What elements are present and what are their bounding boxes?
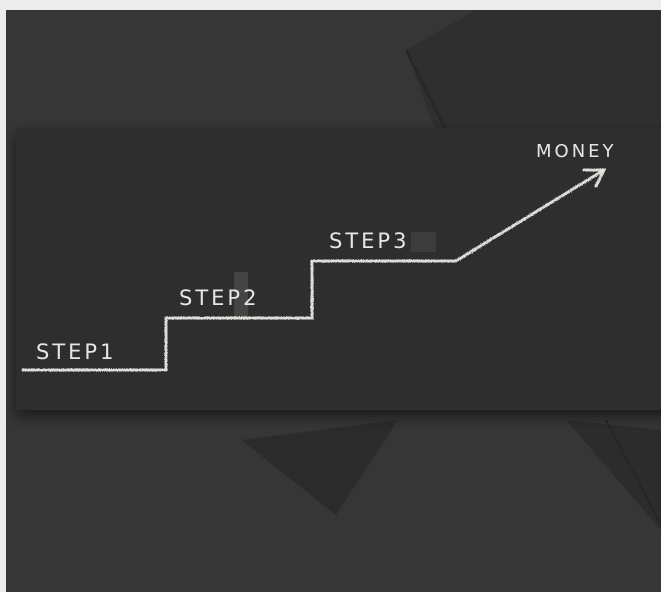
step3-label: STEP3 [329, 229, 409, 253]
chalk-card [16, 128, 661, 410]
photo: STEP1 STEP2 STEP3 MONEY [6, 10, 661, 592]
step2-label: STEP2 [179, 286, 259, 310]
money-label: MONEY [536, 141, 617, 162]
step1-label: STEP1 [36, 340, 116, 364]
chalk-smudge [411, 232, 436, 252]
chalk-scene: STEP1 STEP2 STEP3 MONEY [6, 10, 661, 592]
